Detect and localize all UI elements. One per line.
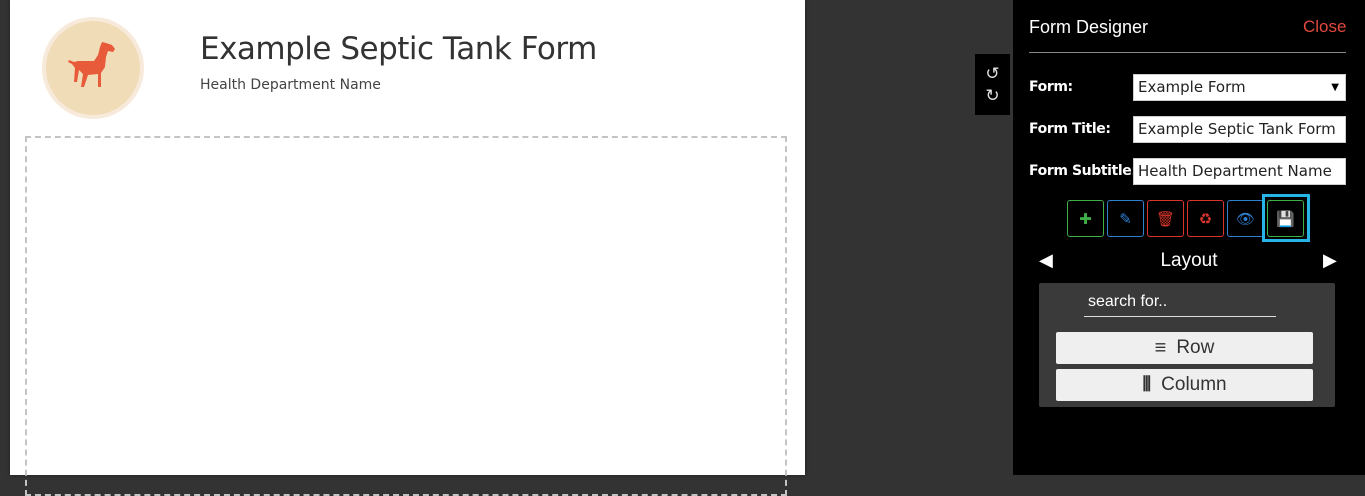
form-drop-zone[interactable] xyxy=(25,136,787,496)
palette-item-column[interactable]: ⦀ Column xyxy=(1056,369,1313,401)
save-button[interactable]: 💾 xyxy=(1267,200,1304,237)
preview-icon: 👁 xyxy=(1235,210,1256,228)
recycle-icon: ♻ xyxy=(1198,210,1213,228)
columns-icon: ⦀ xyxy=(1142,373,1152,396)
form-label: Form: xyxy=(1029,79,1073,95)
form-title-label: Form Title: xyxy=(1029,121,1111,137)
edit-button[interactable]: ✎ xyxy=(1107,200,1144,237)
palette-item-row[interactable]: ≡ Row xyxy=(1056,332,1313,364)
form-subtitle-label: Form Subtitle: xyxy=(1029,163,1137,179)
palette-item-label: Column xyxy=(1161,374,1227,395)
palette-item-label: Row xyxy=(1176,337,1215,358)
history-controls: ↺ ↻ xyxy=(975,54,1010,115)
form-title: Example Septic Tank Form xyxy=(200,31,597,67)
divider xyxy=(1029,52,1346,53)
edit-icon: ✎ xyxy=(1119,210,1132,228)
form-subtitle-input[interactable]: Health Department Name xyxy=(1133,158,1346,185)
chevron-down-icon: ▼ xyxy=(1331,82,1339,93)
form-title-input[interactable]: Example Septic Tank Form xyxy=(1133,116,1346,143)
preview-button[interactable]: 👁 xyxy=(1227,200,1264,237)
form-select[interactable]: Example Form ▼ xyxy=(1133,74,1346,101)
delete-button[interactable]: 🗑 xyxy=(1147,200,1184,237)
form-subtitle: Health Department Name xyxy=(200,77,381,93)
previous-section-icon[interactable]: ◀ xyxy=(1039,250,1053,270)
form-designer-panel: Form Designer Close Form: Example Form ▼… xyxy=(1013,0,1365,475)
save-icon: 💾 xyxy=(1276,210,1295,228)
component-palette: search for.. ≡ Row ⦀ Column xyxy=(1039,283,1335,407)
undo-icon[interactable]: ↺ xyxy=(985,63,1000,83)
add-icon: ✚ xyxy=(1079,210,1092,228)
next-section-icon[interactable]: ▶ xyxy=(1323,250,1337,270)
recycle-button[interactable]: ♻ xyxy=(1187,200,1224,237)
add-button[interactable]: ✚ xyxy=(1067,200,1104,237)
palette-search-input[interactable]: search for.. xyxy=(1084,291,1276,317)
designer-title: Form Designer xyxy=(1029,17,1149,37)
dog-icon xyxy=(68,42,115,87)
section-label: Layout xyxy=(1160,250,1218,271)
redo-icon[interactable]: ↻ xyxy=(985,85,1000,105)
logo xyxy=(42,17,144,119)
rows-icon: ≡ xyxy=(1154,336,1167,359)
close-button[interactable]: Close xyxy=(1303,17,1347,36)
form-canvas: Example Septic Tank Form Health Departme… xyxy=(10,0,805,496)
save-button-highlight xyxy=(1262,194,1310,242)
delete-icon: 🗑 xyxy=(1155,210,1176,228)
form-select-value: Example Form xyxy=(1138,78,1246,96)
